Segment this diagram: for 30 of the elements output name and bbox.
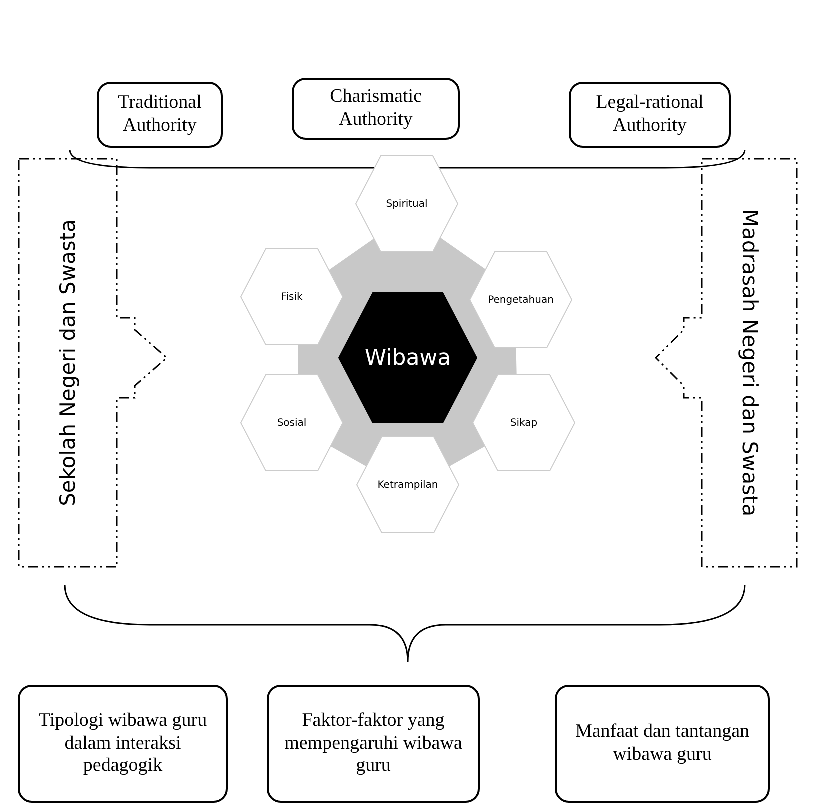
hexagon-label: Sosial — [277, 418, 307, 428]
rounded-box — [267, 685, 480, 803]
hexagon-shape — [356, 436, 460, 534]
hexagon-label: Fisik — [281, 292, 303, 302]
hexagon-shape — [355, 155, 459, 253]
hexagon-shape — [469, 251, 573, 349]
hexagon-label: Wibawa — [364, 346, 452, 370]
rounded-box — [292, 78, 460, 140]
rounded-box — [18, 685, 228, 803]
box-label: Charismatic Authority — [329, 86, 423, 132]
box-label: Traditional Authority — [117, 92, 203, 138]
hexagon-label: Sikap — [510, 418, 538, 428]
hexagon-label: Pengetahuan — [488, 294, 554, 306]
vertical-label: Madrasah Negeri dan Swasta — [738, 209, 762, 517]
arrow-callout — [18, 158, 168, 568]
hexagon-label: Ketrampilan — [378, 480, 438, 490]
rounded-box — [97, 82, 223, 148]
vertical-label: Sekolah Negeri dan Swasta — [56, 220, 80, 506]
box-label: Faktor-faktor yang mempengaruhi wibawa guru — [284, 710, 464, 778]
box-label: Manfaat dan tantangan wibawa guru — [574, 721, 751, 767]
box-label: Legal-rational Authority — [595, 92, 705, 138]
hexagon-shape — [240, 374, 344, 472]
box-label: Tipologi wibawa guru dalam interaksi pedagogik — [38, 710, 208, 778]
hexagon-shape — [240, 248, 344, 346]
hexagon-shape — [338, 292, 478, 424]
rounded-box — [555, 685, 770, 803]
hexagon-shape — [472, 374, 576, 472]
arrow-callout — [655, 158, 798, 568]
rounded-box — [569, 82, 731, 148]
hexagon-label: Spiritual — [386, 198, 428, 210]
